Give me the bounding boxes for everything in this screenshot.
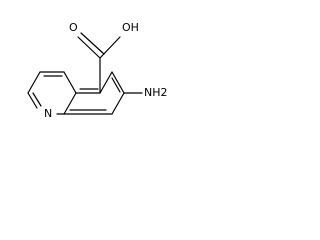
bond-carbonyl-double xyxy=(77,36,101,59)
bond-c6-c7 xyxy=(111,71,125,94)
structure-drawing: O OH N NH2 xyxy=(27,21,168,120)
amino-group-label: NH2 xyxy=(144,86,168,99)
bond-c4-c4a xyxy=(63,71,77,94)
bond-c7-c8 xyxy=(111,92,125,115)
molecule-canvas: O OH N NH2 xyxy=(0,0,200,160)
bond-c2-c3 xyxy=(27,71,41,94)
bond-carbonyl-oh xyxy=(99,36,121,59)
ring-nitrogen-label: N xyxy=(44,107,52,120)
bond-c6-c7-inner xyxy=(111,77,121,93)
bond-carbonyl-double-inner xyxy=(80,32,105,55)
bond-n1-c2-inner xyxy=(32,92,42,107)
bond-c8a-c4a xyxy=(63,92,77,115)
bond-c5-c6 xyxy=(99,71,113,94)
hydroxyl-label: OH xyxy=(122,21,139,34)
carbonyl-oxygen-label: O xyxy=(69,21,78,34)
bond-n1-c2 xyxy=(27,92,38,109)
